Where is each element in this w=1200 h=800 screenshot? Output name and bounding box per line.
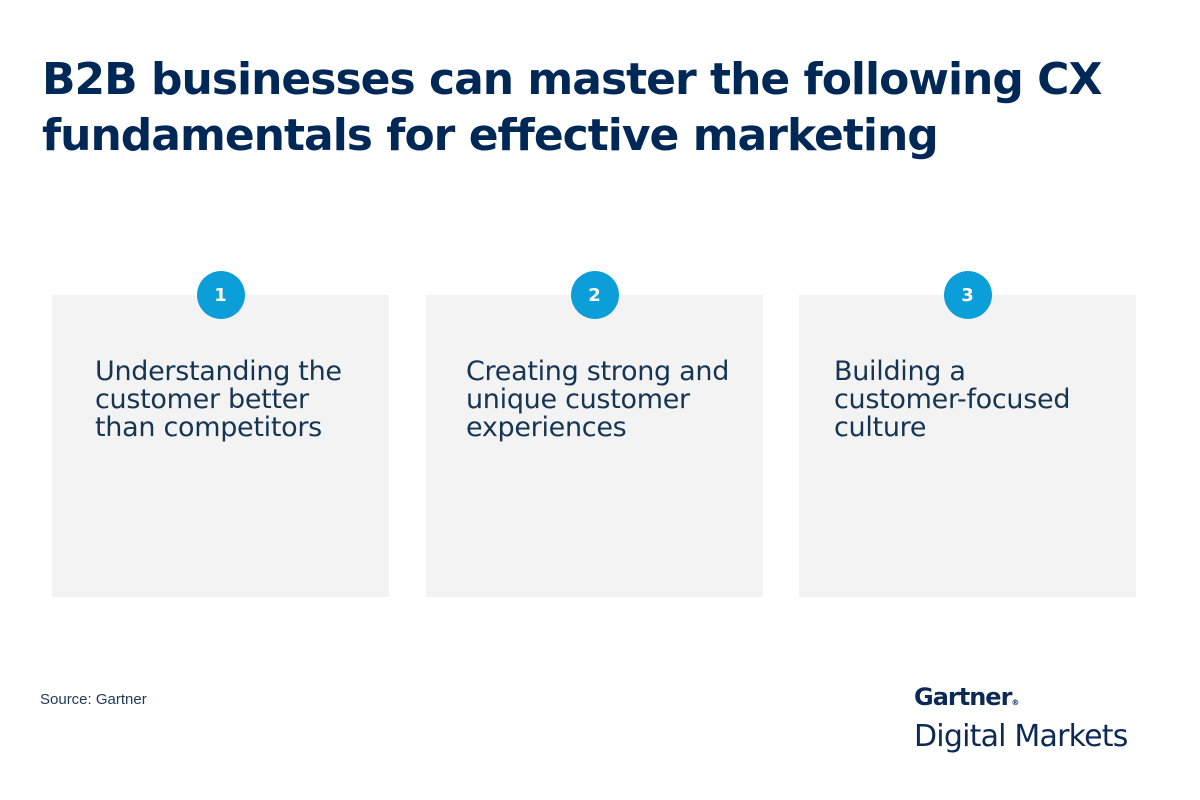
card-text-1: Understanding the customer better than c… xyxy=(95,356,342,443)
logo-gartner: Gartner® xyxy=(914,682,1128,718)
card-text-3: Building a customer-focused culture xyxy=(834,356,1071,443)
number-badge-1: 1 xyxy=(196,271,245,319)
logo-gartner-text: Gartner xyxy=(914,683,1012,711)
page-title: B2B businesses can master the following … xyxy=(42,54,1102,161)
number-badge-2: 2 xyxy=(570,271,619,319)
gartner-digital-markets-logo: Gartner® Digital Markets xyxy=(914,682,1128,756)
registered-mark: ® xyxy=(1011,698,1019,707)
source-note: Source: Gartner xyxy=(40,691,147,708)
fundamental-card-1: 1 Understanding the customer better than… xyxy=(52,271,389,597)
fundamental-card-3: 3 Building a customer-focused culture xyxy=(799,271,1136,597)
card-text-2: Creating strong and unique customer expe… xyxy=(466,356,730,443)
fundamental-card-2: 2 Creating strong and unique customer ex… xyxy=(426,271,763,597)
number-badge-3: 3 xyxy=(943,271,992,319)
logo-digital-markets: Digital Markets xyxy=(914,719,1128,754)
